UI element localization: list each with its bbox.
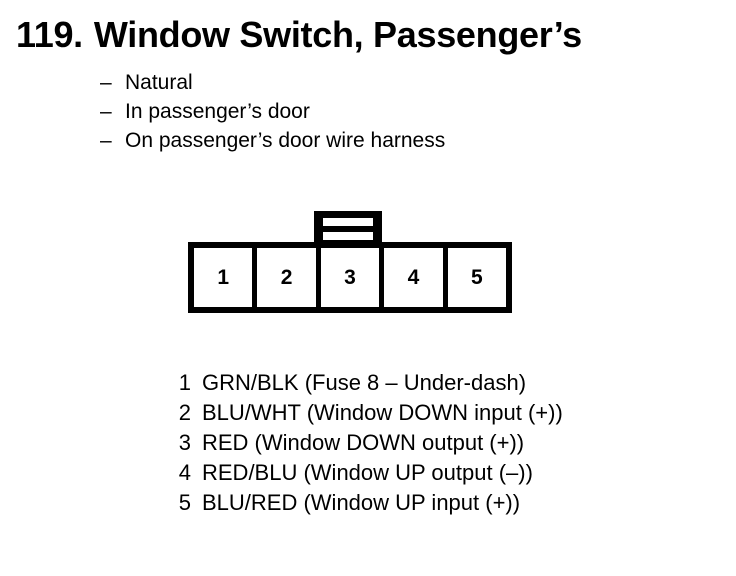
connector-pin-cell-1: 1 bbox=[194, 248, 253, 307]
pin-legend-row: 1 GRN/BLK (Fuse 8 – Under-dash) bbox=[174, 368, 563, 398]
attribute-list: –Natural –In passenger’s door –On passen… bbox=[100, 68, 445, 155]
connector-diagram: 1 2 3 4 5 bbox=[188, 211, 512, 313]
pin-legend-number: 2 bbox=[178, 400, 191, 425]
pin-legend-description: GRN/BLK (Fuse 8 – Under-dash) bbox=[202, 370, 527, 395]
attribute-item-label: In passenger’s door bbox=[125, 100, 310, 123]
pin-legend-description: RED/BLU (Window UP output (–)) bbox=[202, 460, 533, 485]
connector-pin-cell-3: 3 bbox=[320, 248, 380, 307]
pin-legend-description: BLU/WHT (Window DOWN input (+)) bbox=[202, 400, 563, 425]
pin-legend-number: 3 bbox=[178, 430, 191, 455]
dash-bullet-icon: – bbox=[100, 129, 112, 152]
connector-locking-tab-icon bbox=[314, 211, 382, 247]
pin-legend-row: 2 BLU/WHT (Window DOWN input (+)) bbox=[174, 398, 563, 428]
page-title-name: Window Switch, Passenger’s bbox=[93, 14, 582, 55]
connector-pin-cell-2: 2 bbox=[257, 248, 316, 307]
attribute-item-color: –Natural bbox=[100, 68, 445, 97]
locking-tab-slot-lower bbox=[323, 232, 373, 240]
pin-legend-row: 5 BLU/RED (Window UP input (+)) bbox=[174, 488, 563, 518]
connector-body: 1 2 3 4 5 bbox=[188, 242, 512, 313]
attribute-item-label: Natural bbox=[125, 71, 193, 94]
pin-legend-number: 4 bbox=[178, 460, 191, 485]
pin-legend-description: BLU/RED (Window UP input (+)) bbox=[202, 490, 521, 515]
dash-bullet-icon: – bbox=[100, 100, 112, 123]
connector-pin-cell-5: 5 bbox=[447, 248, 507, 307]
pin-legend: 1 GRN/BLK (Fuse 8 – Under-dash) 2 BLU/WHT … bbox=[174, 368, 563, 518]
connector-pin-cell-4: 4 bbox=[384, 248, 443, 307]
attribute-item-location: –In passenger’s door bbox=[100, 97, 445, 126]
attribute-item-label: On passenger’s door wire harness bbox=[125, 129, 446, 152]
page-title: 119.Window Switch, Passenger’s bbox=[16, 14, 582, 56]
pin-legend-number: 5 bbox=[178, 490, 191, 515]
pin-legend-row: 3 RED (Window DOWN output (+)) bbox=[174, 428, 563, 458]
pin-legend-number: 1 bbox=[178, 370, 191, 395]
locking-tab-slot-upper bbox=[323, 218, 373, 226]
pin-legend-description: RED (Window DOWN output (+)) bbox=[202, 430, 525, 455]
page-title-number: 119. bbox=[16, 14, 83, 55]
attribute-item-harness: –On passenger’s door wire harness bbox=[100, 126, 445, 155]
dash-bullet-icon: – bbox=[100, 71, 112, 94]
pin-legend-row: 4 RED/BLU (Window UP output (–)) bbox=[174, 458, 563, 488]
